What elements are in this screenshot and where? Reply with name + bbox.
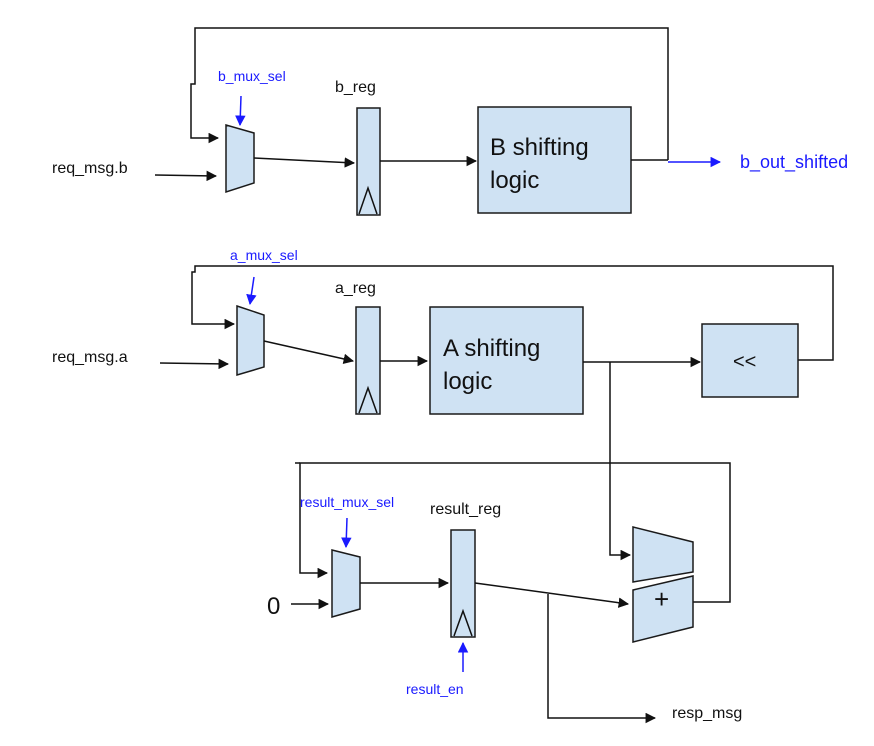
result-mux-sel-wire <box>341 517 352 549</box>
result-reg-label: result_reg <box>430 501 501 518</box>
result-feedback-wire <box>299 462 731 603</box>
b-mux-sel-label: b_mux_sel <box>218 68 286 84</box>
resp-msg-label: resp_msg <box>672 705 742 722</box>
zero-label: 0 <box>267 593 280 620</box>
a-reg <box>355 306 381 415</box>
a-mux-to-reg-wire <box>263 340 355 365</box>
b-reg-clock-triangle <box>358 185 378 215</box>
b-section: b_mux_sel b_reg req_msg.b B shifting log… <box>52 27 848 216</box>
a-reg-label: a_reg <box>335 280 376 297</box>
b-mux-sel-wire <box>235 95 246 127</box>
a-mux-sel-label: a_mux_sel <box>230 247 298 263</box>
result-mux-sel-label: result_mux_sel <box>300 494 394 510</box>
result-mux <box>331 549 361 618</box>
a-mux-sel-wire <box>246 276 257 306</box>
b-feedback-wire <box>190 27 669 160</box>
b-shifting-logic-line2: logic <box>490 167 539 194</box>
result-reg-to-adder-wire <box>474 582 630 608</box>
req-msg-b-label: req_msg.b <box>52 160 128 177</box>
resp-msg-wire <box>547 594 657 724</box>
adder-plus-label: + <box>654 584 669 614</box>
req-msg-a-label: req_msg.a <box>52 349 128 366</box>
b-reg-label: b_reg <box>335 79 376 96</box>
result-section: result_mux_sel result_reg 0 + result_en … <box>267 362 742 724</box>
result-reg-clock-triangle <box>453 608 473 637</box>
b-shifting-logic-line1: B shifting <box>490 134 589 161</box>
a-shifting-logic <box>429 306 584 415</box>
a-shifting-logic-line2: logic <box>443 368 492 395</box>
result-reg <box>450 529 476 638</box>
b-out-shifted-label: b_out_shifted <box>740 152 848 173</box>
a-section: a_mux_sel a_reg req_msg.a A shifting log… <box>52 247 834 415</box>
b-reg <box>356 107 381 216</box>
adder-lower-half <box>632 575 694 643</box>
a-to-adder-wire <box>609 362 632 561</box>
b-shifting-logic <box>477 106 632 214</box>
a-feedback-wire <box>191 265 834 361</box>
result-en-label: result_en <box>406 681 464 697</box>
req-msg-a-wire <box>159 358 230 370</box>
b-mux <box>225 124 255 194</box>
a-mux <box>236 304 265 377</box>
shift-left-label: << <box>733 351 756 373</box>
shift-left-block <box>701 323 799 398</box>
b-mux-to-reg-wire <box>253 157 356 168</box>
adder-upper-half <box>632 526 694 583</box>
req-msg-b-wire <box>154 170 218 182</box>
a-reg-clock-triangle <box>358 385 378 414</box>
a-shifting-logic-line1: A shifting <box>443 335 540 362</box>
